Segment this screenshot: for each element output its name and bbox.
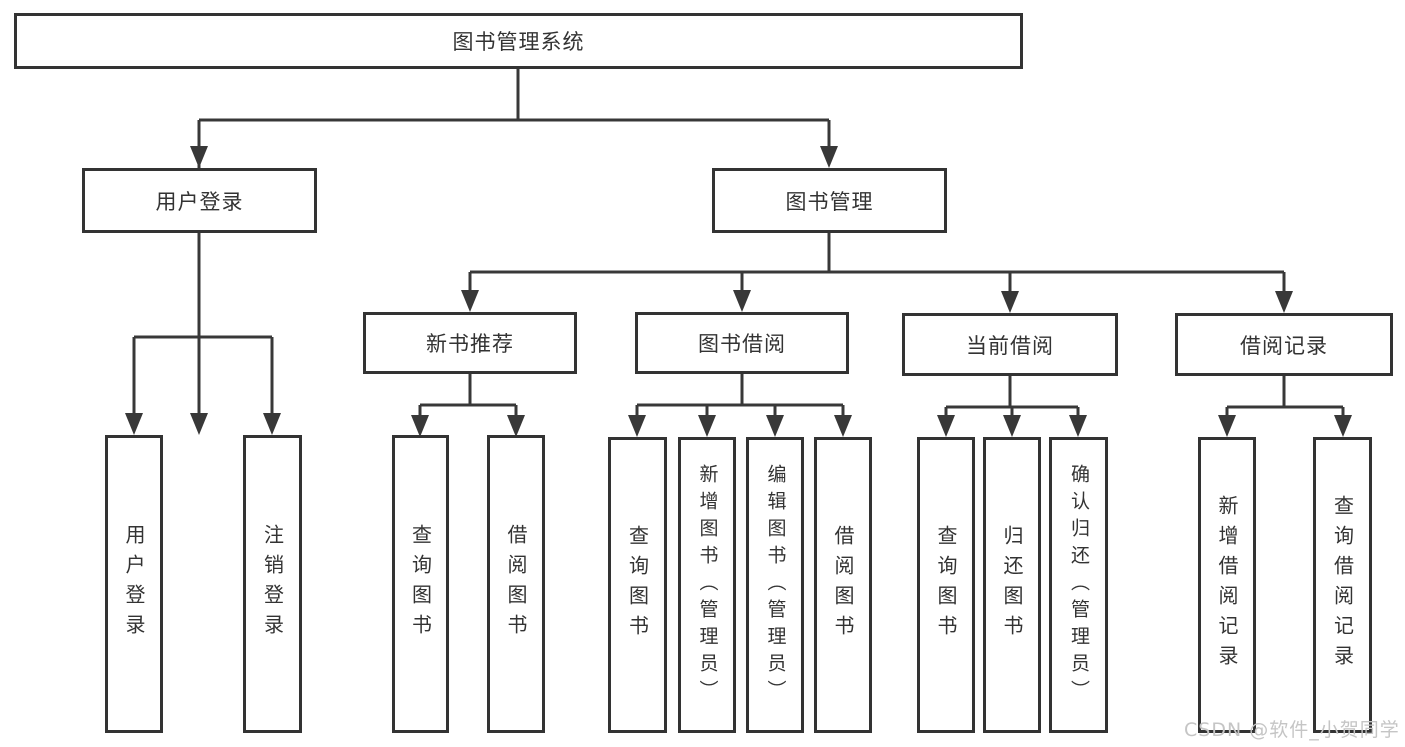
node-label: 编辑图书（管理员）	[764, 463, 787, 707]
connector-book-borrow-children	[628, 374, 852, 437]
node-label: 用户登录	[122, 524, 146, 644]
connector-new-book-children	[411, 374, 525, 437]
node-label: 新增图书（管理员）	[696, 463, 719, 707]
leaf-borrow-book: 借阅图书	[814, 437, 872, 733]
leaf-return-book: 归还图书	[983, 437, 1041, 733]
node-label: 归还图书	[1000, 525, 1024, 645]
node-label: 查询图书	[934, 525, 958, 645]
node-borrow-record: 借阅记录	[1175, 313, 1393, 376]
leaf-edit-book-admin: 编辑图书（管理员）	[746, 437, 804, 733]
connector-root-to-level2	[190, 69, 838, 435]
leaf-confirm-return-admin: 确认归还（管理员）	[1049, 437, 1108, 733]
node-book-management: 图书管理	[712, 168, 947, 233]
node-label: 借阅图书	[504, 524, 528, 644]
leaf-logout: 注销登录	[243, 435, 302, 733]
node-label: 查询图书	[625, 525, 650, 645]
node-book-borrow: 图书借阅	[635, 312, 849, 374]
node-label: 借阅记录	[1240, 333, 1328, 358]
node-user-login: 用户登录	[82, 168, 317, 233]
node-label: 图书管理	[785, 189, 874, 214]
leaf-query-borrow-record: 查询借阅记录	[1313, 437, 1372, 733]
leaf-query-book-recommend: 查询图书	[392, 435, 449, 733]
node-label: 新增借阅记录	[1215, 495, 1239, 675]
node-label: 图书管理系统	[452, 30, 585, 54]
connector-current-borrow-children	[937, 376, 1087, 437]
leaf-query-book-borrow: 查询图书	[608, 437, 667, 733]
csdn-watermark: CSDN @软件_小贺同学	[1184, 719, 1400, 741]
connector-borrow-record-children	[1218, 376, 1352, 437]
node-label: 确认归还（管理员）	[1068, 463, 1090, 707]
node-label: 当前借阅	[966, 333, 1054, 358]
leaf-borrow-book-recommend: 借阅图书	[487, 435, 545, 733]
node-label: 图书借阅	[698, 332, 786, 356]
node-label: 查询图书	[408, 524, 433, 644]
leaf-add-book-admin: 新增图书（管理员）	[678, 437, 736, 733]
node-library-management-system: 图书管理系统	[14, 13, 1023, 69]
leaf-user-login: 用户登录	[105, 435, 163, 733]
connector-book-management-children	[461, 233, 1293, 313]
node-new-book-recommend: 新书推荐	[363, 312, 577, 374]
node-current-borrow: 当前借阅	[902, 313, 1118, 376]
node-label: 借阅图书	[831, 525, 855, 645]
node-label: 查询借阅记录	[1330, 495, 1355, 675]
connector-user-login-children	[125, 233, 281, 435]
node-label: 注销登录	[260, 524, 285, 644]
connector-arrow-user-login	[190, 120, 208, 168]
node-label: 新书推荐	[426, 332, 514, 356]
node-label: 用户登录	[155, 189, 244, 214]
leaf-add-borrow-record: 新增借阅记录	[1198, 437, 1256, 733]
leaf-query-book-current: 查询图书	[917, 437, 975, 733]
